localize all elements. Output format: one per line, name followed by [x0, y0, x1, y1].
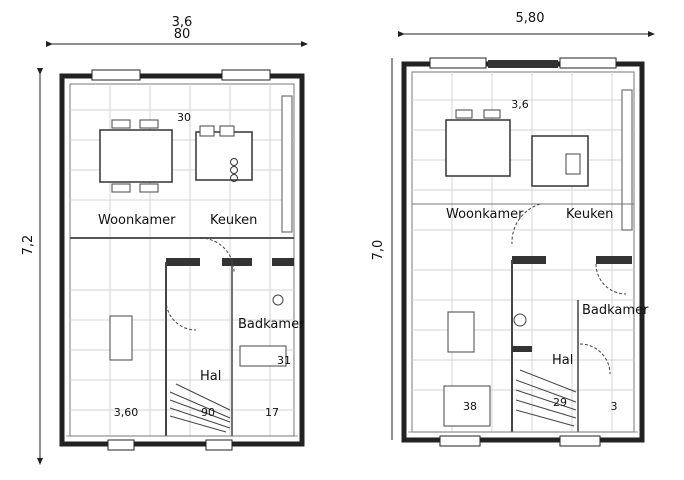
room-label-bath: Badkamer — [238, 317, 305, 332]
window-bottom-right — [205, 439, 233, 451]
dimension-bottom-mid: 29 — [553, 396, 567, 409]
dimension-top-label: 5,80 — [516, 11, 545, 26]
door-swing — [595, 263, 627, 295]
stove-burner — [230, 166, 238, 174]
window-bottom-left — [439, 435, 481, 447]
area-label: 3,6 — [511, 98, 529, 111]
door-swing — [579, 343, 611, 375]
dimension-top-sublabel: 80 — [174, 27, 191, 42]
sofa — [447, 311, 475, 353]
window-top-left — [91, 69, 141, 81]
floor-plan-right: 5,80 7,0 — [371, 11, 655, 447]
wall-block — [488, 60, 558, 68]
room-label-hall: Hal — [552, 353, 573, 368]
dimension-right: 31 — [277, 354, 291, 367]
staircase — [169, 383, 231, 433]
kitchen-cabinet — [199, 125, 215, 137]
kitchen-counter — [195, 131, 253, 181]
chair — [111, 183, 131, 193]
door-swing — [199, 237, 235, 273]
wall-segment — [272, 258, 294, 266]
dimension-bottom-right: 3 — [611, 400, 618, 413]
dining-table — [99, 129, 173, 183]
stove-burner — [230, 158, 238, 166]
door-swing — [511, 203, 541, 245]
door-swing — [165, 299, 197, 331]
bed — [443, 385, 491, 427]
outer-wall — [59, 73, 305, 447]
window-top-right — [221, 69, 271, 81]
room-label-kitchen: Keuken — [210, 213, 257, 228]
chair — [139, 183, 159, 193]
window-bottom-left — [107, 439, 135, 451]
room-label-kitchen: Keuken — [566, 207, 613, 222]
wall-segment — [596, 256, 632, 264]
dimension-bottom-mid: 90 — [201, 406, 215, 419]
wall-segment — [166, 258, 200, 266]
dimension-bottom-left: 3,60 — [114, 406, 139, 419]
area-label: 30 — [177, 111, 191, 124]
dimension-bottom-right: 17 — [265, 406, 279, 419]
wall-segment — [222, 258, 252, 266]
stove-burner — [230, 174, 238, 182]
room-label-bath: Badkamer — [582, 303, 649, 318]
window-top-right — [559, 57, 617, 69]
sofa — [109, 315, 133, 361]
kitchen-cabinet — [219, 125, 235, 137]
toilet — [272, 294, 284, 306]
chair — [139, 119, 159, 129]
outer-wall — [401, 61, 645, 443]
kitchen-sink — [565, 153, 581, 175]
bathtub — [239, 345, 287, 367]
floor-plan-left: 3,6 80 7,2 — [21, 15, 308, 465]
room-label-living: Woonkamer — [98, 213, 176, 228]
wall-block — [512, 346, 532, 352]
staircase — [515, 369, 577, 427]
window-top-left — [429, 57, 487, 69]
chair — [483, 109, 501, 119]
room-label-hall: Hal — [200, 369, 221, 384]
cabinet-column — [281, 95, 293, 233]
toilet — [513, 313, 527, 327]
wall-segment — [512, 256, 546, 264]
dimension-top-label: 3,6 — [172, 15, 193, 30]
dimension-side-label: 7,0 — [371, 240, 386, 261]
dimension-bottom-left: 38 — [463, 400, 477, 413]
room-label-living: Woonkamer — [446, 207, 524, 222]
chair — [111, 119, 131, 129]
dining-table — [445, 119, 511, 177]
cabinet-column — [621, 89, 633, 231]
chair — [455, 109, 473, 119]
dimension-side-label: 7,2 — [21, 235, 36, 256]
window-bottom-right — [559, 435, 601, 447]
